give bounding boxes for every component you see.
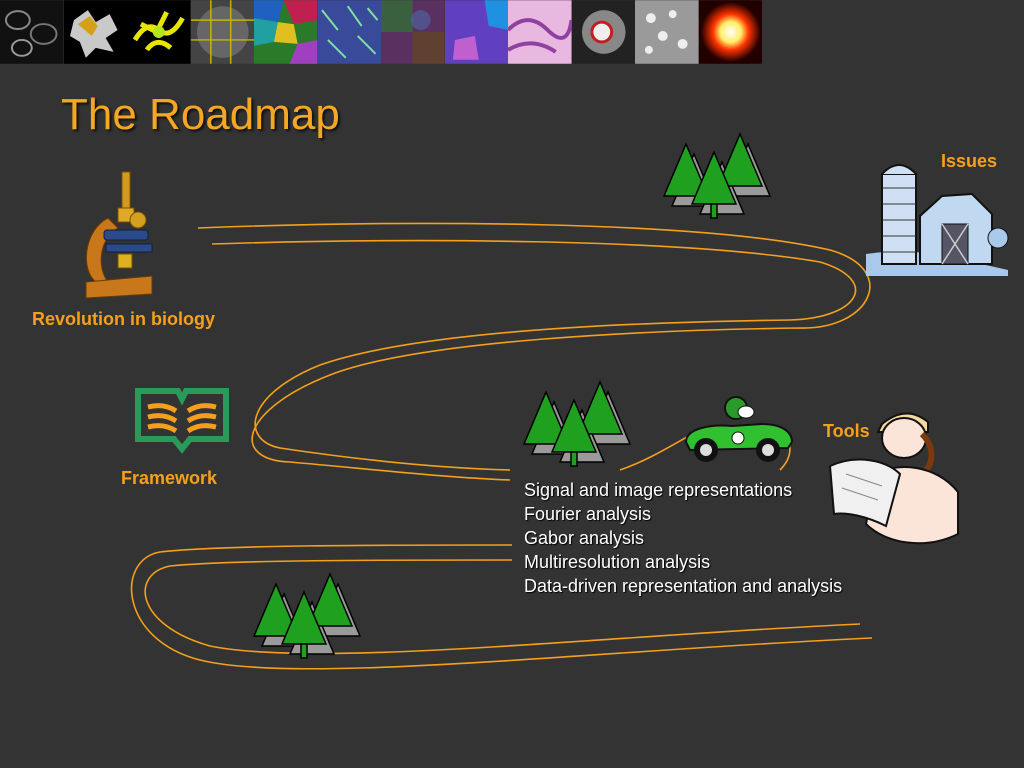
list-item: Signal and image representations: [524, 480, 793, 500]
thumb-fractal: [63, 0, 127, 64]
thumb-neuron-yellow: [127, 0, 191, 64]
label-issues: Issues: [941, 151, 998, 171]
thumb-segmented-purple: [444, 0, 508, 64]
thumb-grid-gray: [190, 0, 254, 64]
list-item: Data-driven representation and analysis: [524, 576, 843, 596]
list-item: Gabor analysis: [524, 528, 645, 548]
pine-trees-icon: [662, 132, 772, 219]
label-tools: Tools: [823, 421, 870, 441]
race-car-icon: [684, 396, 794, 462]
thumb-beads-gray: [635, 0, 699, 64]
thumb-voronoi-color: [254, 0, 318, 64]
thumb-cells-outline: [0, 0, 64, 64]
label-framework: Framework: [121, 468, 218, 488]
thumb-tissue-pink: [508, 0, 572, 64]
open-book-icon: [135, 388, 229, 454]
thumb-texture-blue: [317, 0, 381, 64]
pine-trees-icon: [252, 572, 362, 659]
tools-list: Signal and image representations Fourier…: [524, 478, 842, 598]
barn-silo-icon: [866, 164, 1009, 276]
page-title: The Roadmap: [61, 90, 340, 139]
list-item: Fourier analysis: [524, 504, 652, 524]
engineer-with-blueprint-icon: [828, 412, 959, 545]
label-revolution-in-biology: Revolution in biology: [32, 309, 215, 329]
pine-trees-icon: [522, 380, 632, 467]
microscope-icon: [85, 171, 153, 299]
list-item: Multiresolution analysis: [524, 552, 711, 572]
thumb-glow-red: [698, 0, 762, 64]
thumb-ring-gray: [571, 0, 635, 64]
image-strip: [0, 0, 763, 64]
thumb-texture-rainbow: [381, 0, 445, 64]
